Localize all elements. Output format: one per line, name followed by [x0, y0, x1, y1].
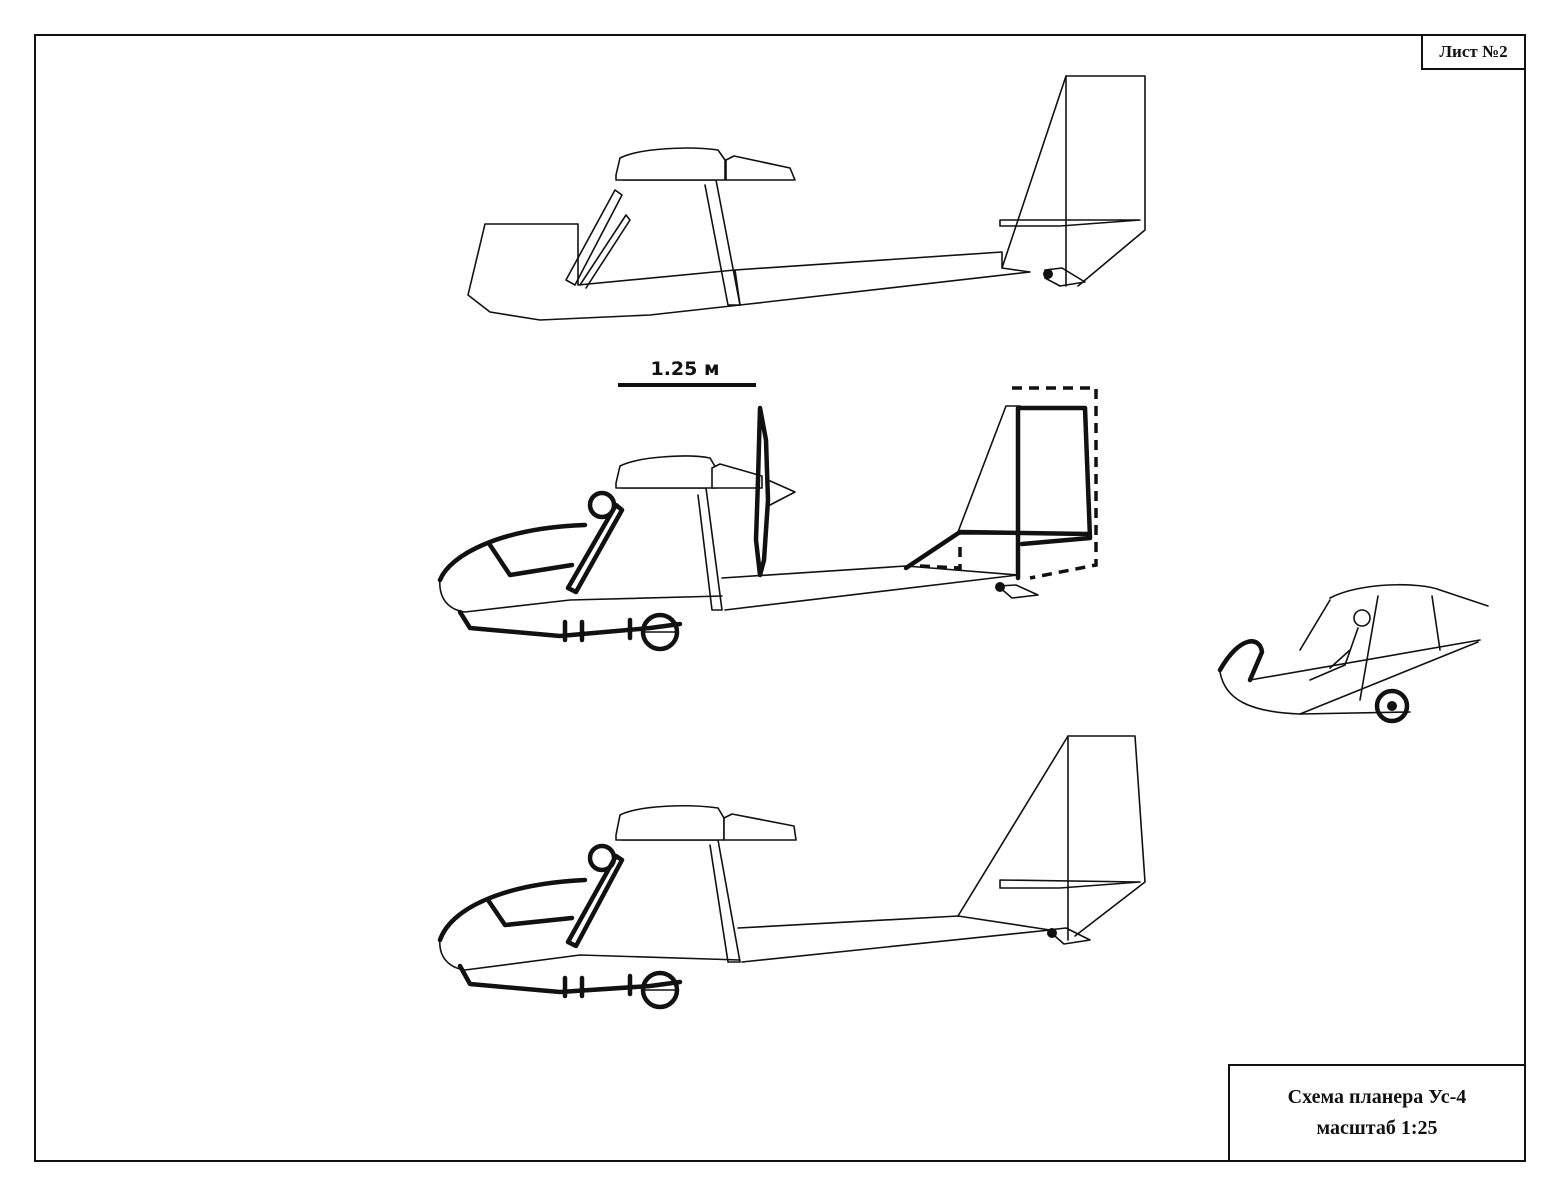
wing-trailing-fairing	[725, 155, 796, 181]
sketch-pilot-body	[1309, 627, 1359, 681]
side-view-basic	[467, 75, 1146, 321]
sheet-number-label: Лист №2	[1439, 42, 1508, 61]
landing-skid	[457, 609, 683, 639]
sketch-nose	[1217, 639, 1265, 683]
front-strut	[565, 189, 623, 286]
enlarged-tail-outline	[1012, 386, 1098, 580]
sketch-struts	[1299, 595, 1441, 701]
perspective-sketch	[1217, 584, 1489, 724]
tail-skid-2	[997, 584, 1039, 599]
wing-pylon	[622, 179, 741, 306]
tail-wheel	[1043, 269, 1053, 279]
scale-bar-label: 1.25 м	[650, 358, 720, 380]
tail-boom-3	[737, 915, 1051, 963]
landing-skid-3	[457, 963, 683, 995]
front-strut-3	[565, 502, 625, 595]
dorsal-fillet-dashed	[919, 540, 962, 570]
fin-fillet	[903, 529, 1091, 571]
canopy-frame	[437, 522, 588, 583]
nacelle	[467, 223, 741, 321]
title-block: Схема планера Ус-4 масштаб 1:25	[1228, 1064, 1524, 1160]
front-strut-2	[579, 214, 631, 289]
cockpit-rail-3	[485, 897, 575, 928]
wing-root	[615, 147, 726, 181]
nacelle-lower-3	[439, 937, 741, 971]
front-strut-4	[565, 853, 625, 949]
propeller-spinner	[767, 479, 796, 506]
tail-wheel-2	[995, 582, 1005, 592]
side-view-with-propeller	[437, 386, 1098, 652]
title-line-2: масштаб 1:25	[1316, 1117, 1438, 1139]
sketch-wheel-hub	[1387, 701, 1397, 711]
wing-trailing-fairing-2	[711, 463, 763, 489]
side-view-with-nacelle	[437, 735, 1146, 1010]
stabilizer-3	[999, 879, 1141, 889]
wing-root-2	[615, 455, 717, 489]
sketch-pilot-head	[1353, 609, 1371, 627]
canopy-frame-3	[437, 877, 588, 943]
wing-root-3	[615, 805, 725, 841]
wing-trailing-fairing-3	[723, 813, 797, 841]
wing-pylon-3	[621, 839, 741, 963]
sketch-wheel	[1374, 688, 1410, 724]
sketch-hull	[1219, 671, 1411, 715]
sketch-wing	[1329, 584, 1489, 607]
cockpit-rail	[487, 542, 575, 578]
tail-boom-2	[721, 565, 1019, 611]
sketch-frame	[1249, 639, 1481, 715]
drawing-sheet-frame: Лист №2 Схема планера Ус-4 масштаб 1:25	[34, 34, 1526, 1162]
propeller-blade	[753, 405, 771, 578]
fin-leading-edge	[957, 405, 1021, 533]
sheet-number-box: Лист №2	[1421, 36, 1524, 70]
rudder-outline	[1015, 405, 1093, 581]
tail-boom	[734, 251, 1031, 306]
fin-outline-3	[957, 735, 1146, 937]
nacelle-lower	[439, 577, 723, 613]
fin-outline	[1001, 75, 1146, 287]
tail-skid-3	[1047, 927, 1091, 945]
title-line-1: Схема планера Ус-4	[1287, 1086, 1467, 1108]
stabilizer	[999, 219, 1141, 227]
wing-pylon-2	[621, 487, 723, 611]
